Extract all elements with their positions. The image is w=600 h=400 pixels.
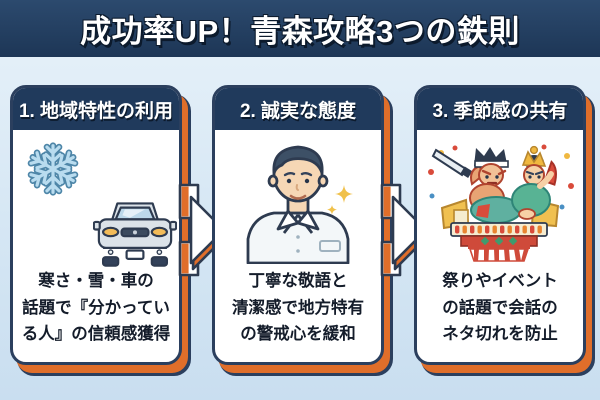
page-title: 成功率UP！青森攻略3つの鉄則 [80,14,520,49]
right-arrow-icon [380,183,428,277]
card-3-header: 3. 季節感の共有 [417,88,583,130]
card-sincere-attitude: 2. 誠実な態度 [212,85,384,365]
nebuta-festival-float-icon [428,144,574,262]
card-3-text: 祭りやイベント の話題で会話の ネタ切れを防止 [442,272,558,344]
card-2-illustration [215,130,381,264]
card-1-text: 寒さ・雪・車の 話題で『分かってい る人』の信頼感獲得 [21,272,171,344]
card-2-text: 丁寧な敬語と 清潔感で地方特有 の警戒心を緩和 [232,272,364,344]
title-banner: 成功率UP！青森攻略3つの鉄則 [0,0,600,57]
card-seasonal-sharing: 3. 季節感の共有 [414,85,586,365]
card-1-header: 1. 地域特性の利用 [13,88,179,130]
card-2-header: 2. 誠実な態度 [215,88,381,130]
snowflake-icon [25,140,81,198]
smiling-man-icon [246,145,353,264]
car-icon [93,202,177,267]
card-3-illustration [417,130,583,264]
sparkle-icon [335,185,353,203]
card-regional-traits: 1. 地域特性の利用 [10,85,182,365]
card-1-illustration [13,130,179,267]
right-arrow-icon [178,183,226,277]
